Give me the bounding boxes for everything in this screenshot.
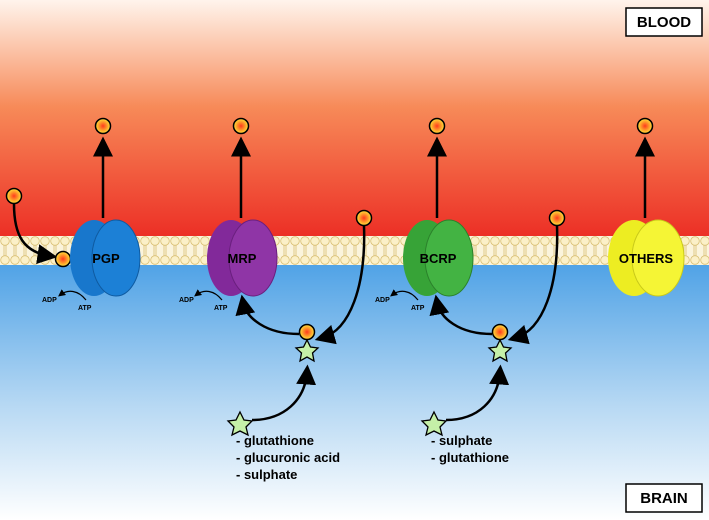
mrp-conjugating-group (226, 364, 317, 437)
conjugate-star-icon (226, 410, 254, 437)
mrp-substrate-arrow (314, 225, 366, 345)
list-item: - sulphate (431, 433, 492, 448)
substrate-dot (5, 187, 23, 205)
conjugate-star-icon (294, 338, 320, 363)
substrate-dot (355, 209, 373, 227)
mrp-conjugate-list: - glutathione - glucuronic acid - sulpha… (236, 433, 340, 482)
brain-label-box: BRAIN (625, 483, 703, 513)
brain-region (0, 263, 709, 520)
bcrp-energy: ADP ATP (375, 289, 425, 312)
pgp-entry-arrow (12, 203, 58, 264)
adp-label: ADP (179, 297, 194, 304)
conjugate-star-icon (487, 338, 513, 363)
substrate-dot (232, 117, 250, 135)
pgp-energy: ADP ATP (42, 289, 92, 312)
blood-label: BLOOD (637, 14, 691, 31)
transporter-bcrp: BCRP (403, 219, 474, 297)
transporter-label: PGP (92, 251, 120, 266)
transporter-label: OTHERS (619, 251, 674, 266)
bcrp-conjugate-complex (487, 323, 513, 363)
atp-label: ATP (411, 305, 425, 312)
exported-substrates (94, 117, 654, 135)
transporter-label: MRP (228, 251, 257, 266)
substrate-dot (428, 117, 446, 135)
list-item: - glucuronic acid (236, 450, 340, 465)
adp-label: ADP (375, 297, 390, 304)
transporter-mrp: MRP (207, 219, 278, 297)
export-arrows (93, 136, 655, 218)
blood-region (0, 0, 709, 238)
bcrp-conjugating-group (420, 364, 510, 437)
conjugate-star-icon (420, 410, 448, 437)
transporter-label: BCRP (420, 251, 457, 266)
list-item: - glutathione (236, 433, 314, 448)
mrp-energy: ADP ATP (179, 289, 228, 312)
substrate-dot (298, 323, 316, 341)
adp-label: ADP (42, 297, 57, 304)
mrp-conjugate-complex (294, 323, 320, 363)
atp-label: ATP (78, 305, 92, 312)
bcrp-efflux-arrow (429, 294, 493, 336)
bcrp-conjugate-list: - sulphate - glutathione (431, 433, 509, 465)
list-item: - glutathione (431, 450, 509, 465)
transporter-others: OTHERS (608, 219, 685, 297)
substrate-dot (94, 117, 112, 135)
transporter-pgp: PGP (70, 219, 141, 297)
substrate-dot (491, 323, 509, 341)
mrp-efflux-arrow (235, 294, 300, 336)
substrate-dot (548, 209, 566, 227)
blood-label-box: BLOOD (625, 7, 703, 37)
list-item: - sulphate (236, 467, 297, 482)
atp-label: ATP (214, 305, 228, 312)
substrate-dot (636, 117, 654, 135)
substrate-dot (54, 250, 72, 268)
brain-label: BRAIN (640, 490, 688, 507)
bcrp-substrate-arrow (507, 225, 559, 345)
